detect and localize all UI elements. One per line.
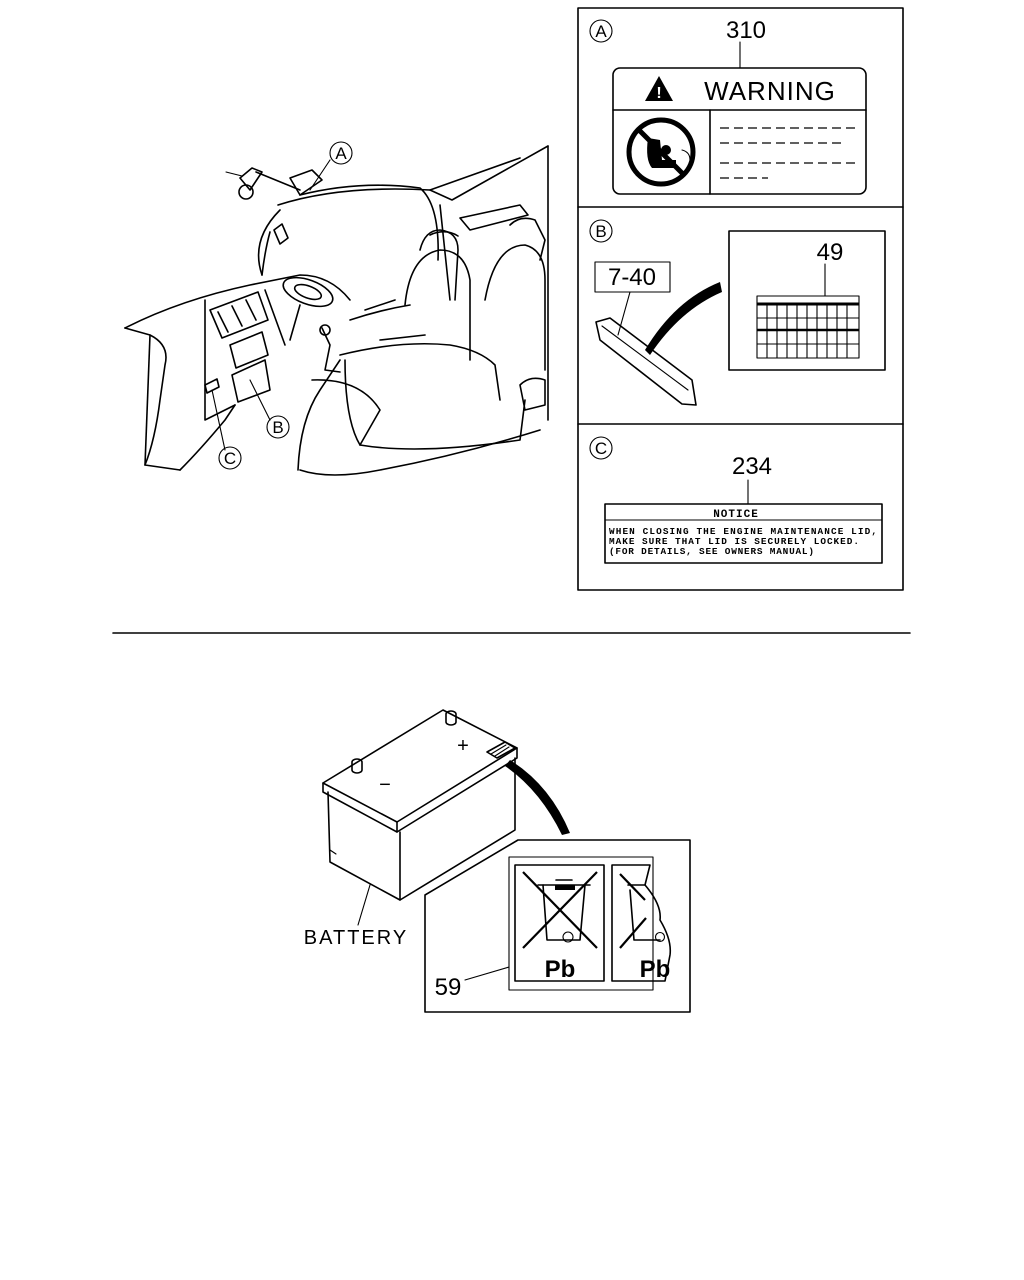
battery-label: BATTERY — [304, 927, 408, 949]
callout-c: C — [218, 446, 242, 470]
battery-pointer-arrow — [505, 760, 570, 835]
warning-triangle-icon — [645, 76, 673, 101]
notice-line-1: WHEN CLOSING THE ENGINE MAINTENANCE LID, — [609, 526, 877, 537]
crossed-bin-icon — [522, 871, 598, 949]
svg-text:!: ! — [656, 85, 661, 102]
recycle-symbol-text: Pb — [545, 956, 576, 983]
battery-part-number: 59 — [435, 974, 462, 1001]
panel-b-part-number-label: 49 — [817, 239, 844, 266]
detail-panel-frame — [577, 7, 904, 591]
part-number-box — [594, 261, 671, 293]
panel-b: B 7-40 49 — [589, 219, 886, 406]
notice-line-2: MAKE SURE THAT LID IS SECURELY LOCKED. — [609, 536, 859, 547]
battery-minus-sign: − — [379, 774, 391, 796]
battery-plus-sign: + — [457, 735, 469, 757]
crossed-bin-icon-2 — [619, 873, 666, 949]
callout-b: B — [266, 415, 290, 439]
glovebox-lid — [595, 317, 697, 406]
panel-a-part-number: 310 — [726, 17, 766, 44]
warning-label — [612, 67, 867, 195]
panel-c-part-number: 234 — [732, 453, 772, 480]
panel-b-circle-label: B — [595, 222, 606, 241]
notice-label — [604, 503, 883, 564]
svg-text:C: C — [224, 449, 236, 468]
svg-text:B: B — [272, 418, 283, 437]
cab-interior-illustration — [124, 145, 549, 476]
panel-b-part-number-small: 7-40 — [608, 264, 656, 291]
panel-a: A 310 ! WARNING — [589, 17, 867, 195]
battery-illustration — [322, 709, 518, 901]
no-child-seat-icon — [626, 117, 696, 187]
callout-a: A — [329, 141, 353, 165]
fuse-label-grid — [756, 295, 860, 359]
notice-line-3: (FOR DETAILS, SEE OWNERS MANUAL) — [609, 546, 814, 557]
panel-c: C 234 NOTICE WHEN CLOSING THE ENGINE MAI… — [589, 436, 883, 564]
panel-c-circle-label: C — [595, 439, 607, 458]
panel-a-circle-label: A — [595, 22, 607, 41]
fuse-label-box — [728, 230, 886, 371]
warning-text: WARNING — [704, 76, 836, 106]
callout-leaders — [211, 159, 331, 451]
recycle-symbol-text-2: Pb — [640, 956, 671, 983]
notice-title: NOTICE — [713, 509, 759, 521]
svg-text:A: A — [335, 144, 347, 163]
recycle-label-panel: Pb Pb — [424, 839, 691, 1013]
pointer-arrow — [645, 282, 722, 355]
